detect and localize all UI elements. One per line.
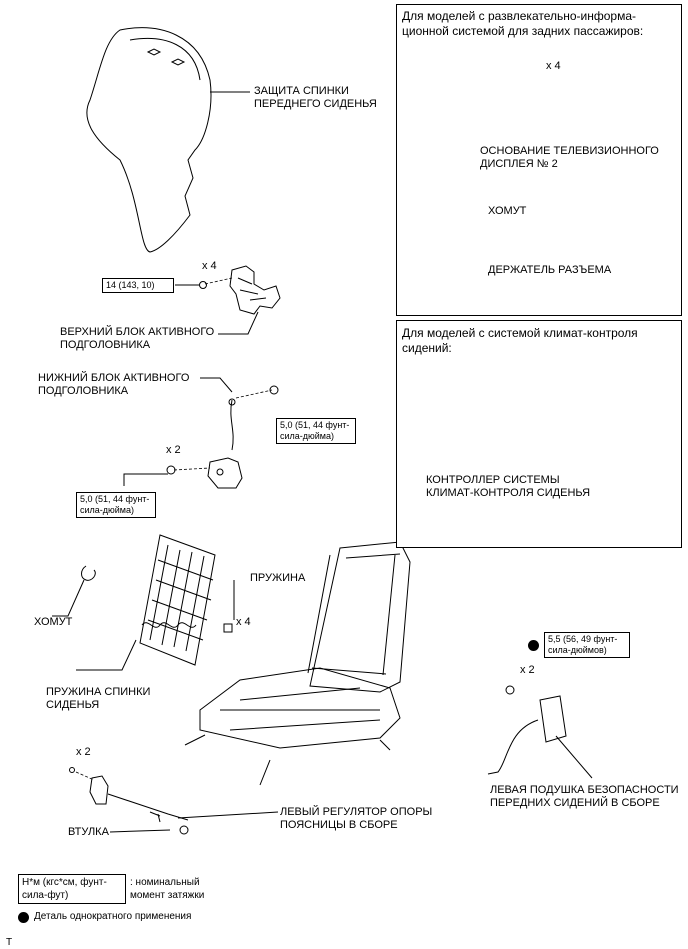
lower-headrest-count: x 2: [166, 444, 181, 456]
legend-single-use-dot: [18, 912, 29, 923]
seatback-spring-drawing: [76, 534, 216, 671]
connector-holder-label: ДЕРЖАТЕЛЬ РАЗЪЕМА: [488, 264, 612, 276]
climate-control-panel: [396, 320, 682, 548]
airbag-count: x 2: [520, 664, 535, 676]
lumbar-count: x 2: [76, 746, 91, 758]
torque-upper: 14 (143, 10): [102, 278, 174, 293]
seatback-spring-label: ПРУЖИНА СПИНКИ СИДЕНЬЯ: [46, 686, 151, 711]
climate-controller-label: КОНТРОЛЛЕР СИСТЕМЫ КЛИМАТ-КОНТРОЛЯ СИДЕН…: [426, 474, 591, 499]
upper-headrest-label: ВЕРХНИЙ БЛОК АКТИВНОГО ПОДГОЛОВНИКА: [60, 326, 215, 351]
spring-count: x 4: [236, 616, 251, 628]
upper-headrest-count: x 4: [202, 260, 217, 272]
seatback-cover-label: ЗАЩИТА СПИНКИ ПЕРЕДНЕГО СИДЕНЬЯ: [254, 85, 377, 110]
legend-torque-unit: Н*м (кгс*см, фунт- сила-фут): [18, 874, 126, 904]
upper-headrest-drawing: [175, 265, 281, 335]
bushing-label: ВТУЛКА: [68, 826, 109, 838]
legend-single-use: Деталь однократного применения: [34, 911, 192, 922]
lower-headrest-label: НИЖНИЙ БЛОК АКТИВНОГО ПОДГОЛОВНИКА: [38, 372, 190, 397]
rear-screw-count: x 4: [546, 60, 561, 72]
footer-letter: T: [6, 937, 13, 948]
rear-entertainment-heading: Для моделей с развлекательно-информа- ци…: [402, 9, 644, 38]
airbag-drawing: [487, 685, 593, 779]
clamp-label: ХОМУТ: [34, 616, 73, 628]
clamp-left-drawing: [52, 565, 96, 617]
torque-lower-bottom: 5,0 (51, 44 фунт- сила-дюйма): [76, 492, 156, 518]
torque-airbag: 5,5 (56, 49 фунт- сила-дюймов): [544, 632, 630, 658]
single-use-mark: [528, 640, 539, 651]
torque-lower-top: 5,0 (51, 44 фунт- сила-дюйма): [276, 418, 356, 444]
legend-torque-desc: : номинальный момент затяжки: [130, 877, 205, 901]
tv-base-label: ОСНОВАНИЕ ТЕЛЕВИЗИОННОГО ДИСПЛЕЯ № 2: [480, 145, 659, 170]
spring-label: ПРУЖИНА: [250, 572, 306, 584]
airbag-label: ЛЕВАЯ ПОДУШКА БЕЗОПАСНОСТИ ПЕРЕДНИХ СИДЕ…: [490, 784, 679, 809]
lumbar-label: ЛЕВЫЙ РЕГУЛЯТОР ОПОРЫ ПОЯСНИЦЫ В СБОРЕ: [280, 806, 433, 831]
seatback-cover-drawing: [86, 27, 250, 253]
lower-headrest-drawing: [123, 377, 279, 489]
rear-entertainment-panel: [396, 4, 682, 316]
spring-drawing: [223, 580, 235, 633]
lumbar-adjuster-drawing: [69, 767, 279, 835]
rear-clamp-label: ХОМУТ: [488, 205, 527, 217]
climate-heading: Для моделей с системой климат-контроля с…: [402, 326, 638, 355]
